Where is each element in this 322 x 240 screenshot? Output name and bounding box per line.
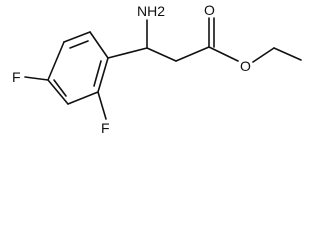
bond-to-fluorine-bottom xyxy=(97,91,107,120)
bond-methylene-to-carbonyl-carbon xyxy=(175,46,210,62)
ring-bond-left xyxy=(47,41,65,81)
ring-bond-bottom-right xyxy=(67,91,99,105)
fluorine-bottom-label: F xyxy=(101,120,110,136)
chemical-structure-diagram: NH2 O O F F xyxy=(12,2,302,136)
bond-to-fluorine-left xyxy=(24,76,49,81)
ring-double-bottom-left xyxy=(53,79,67,97)
ring-double-right xyxy=(93,60,102,87)
ring-bond-right xyxy=(97,57,109,93)
bond-ethyl-carbon-chain xyxy=(273,47,302,61)
bond-carbonyl-carbon-to-ester-oxygen xyxy=(208,46,239,62)
bond-ester-oxygen-to-ethyl xyxy=(252,47,275,63)
amine-label: NH2 xyxy=(137,3,165,19)
fluorine-left-label: F xyxy=(12,69,21,85)
ring-bond-top-left xyxy=(63,31,91,43)
ring-bond-bottom-left xyxy=(47,79,69,105)
ester-oxygen-label: O xyxy=(240,58,251,74)
bond-ring-to-chiral-carbon xyxy=(107,47,148,59)
bond-chiral-carbon-to-methylene xyxy=(146,47,177,62)
carbonyl-oxygen-label: O xyxy=(204,2,215,18)
ring-bond-top-right xyxy=(89,31,109,59)
ring-double-top xyxy=(69,40,89,49)
